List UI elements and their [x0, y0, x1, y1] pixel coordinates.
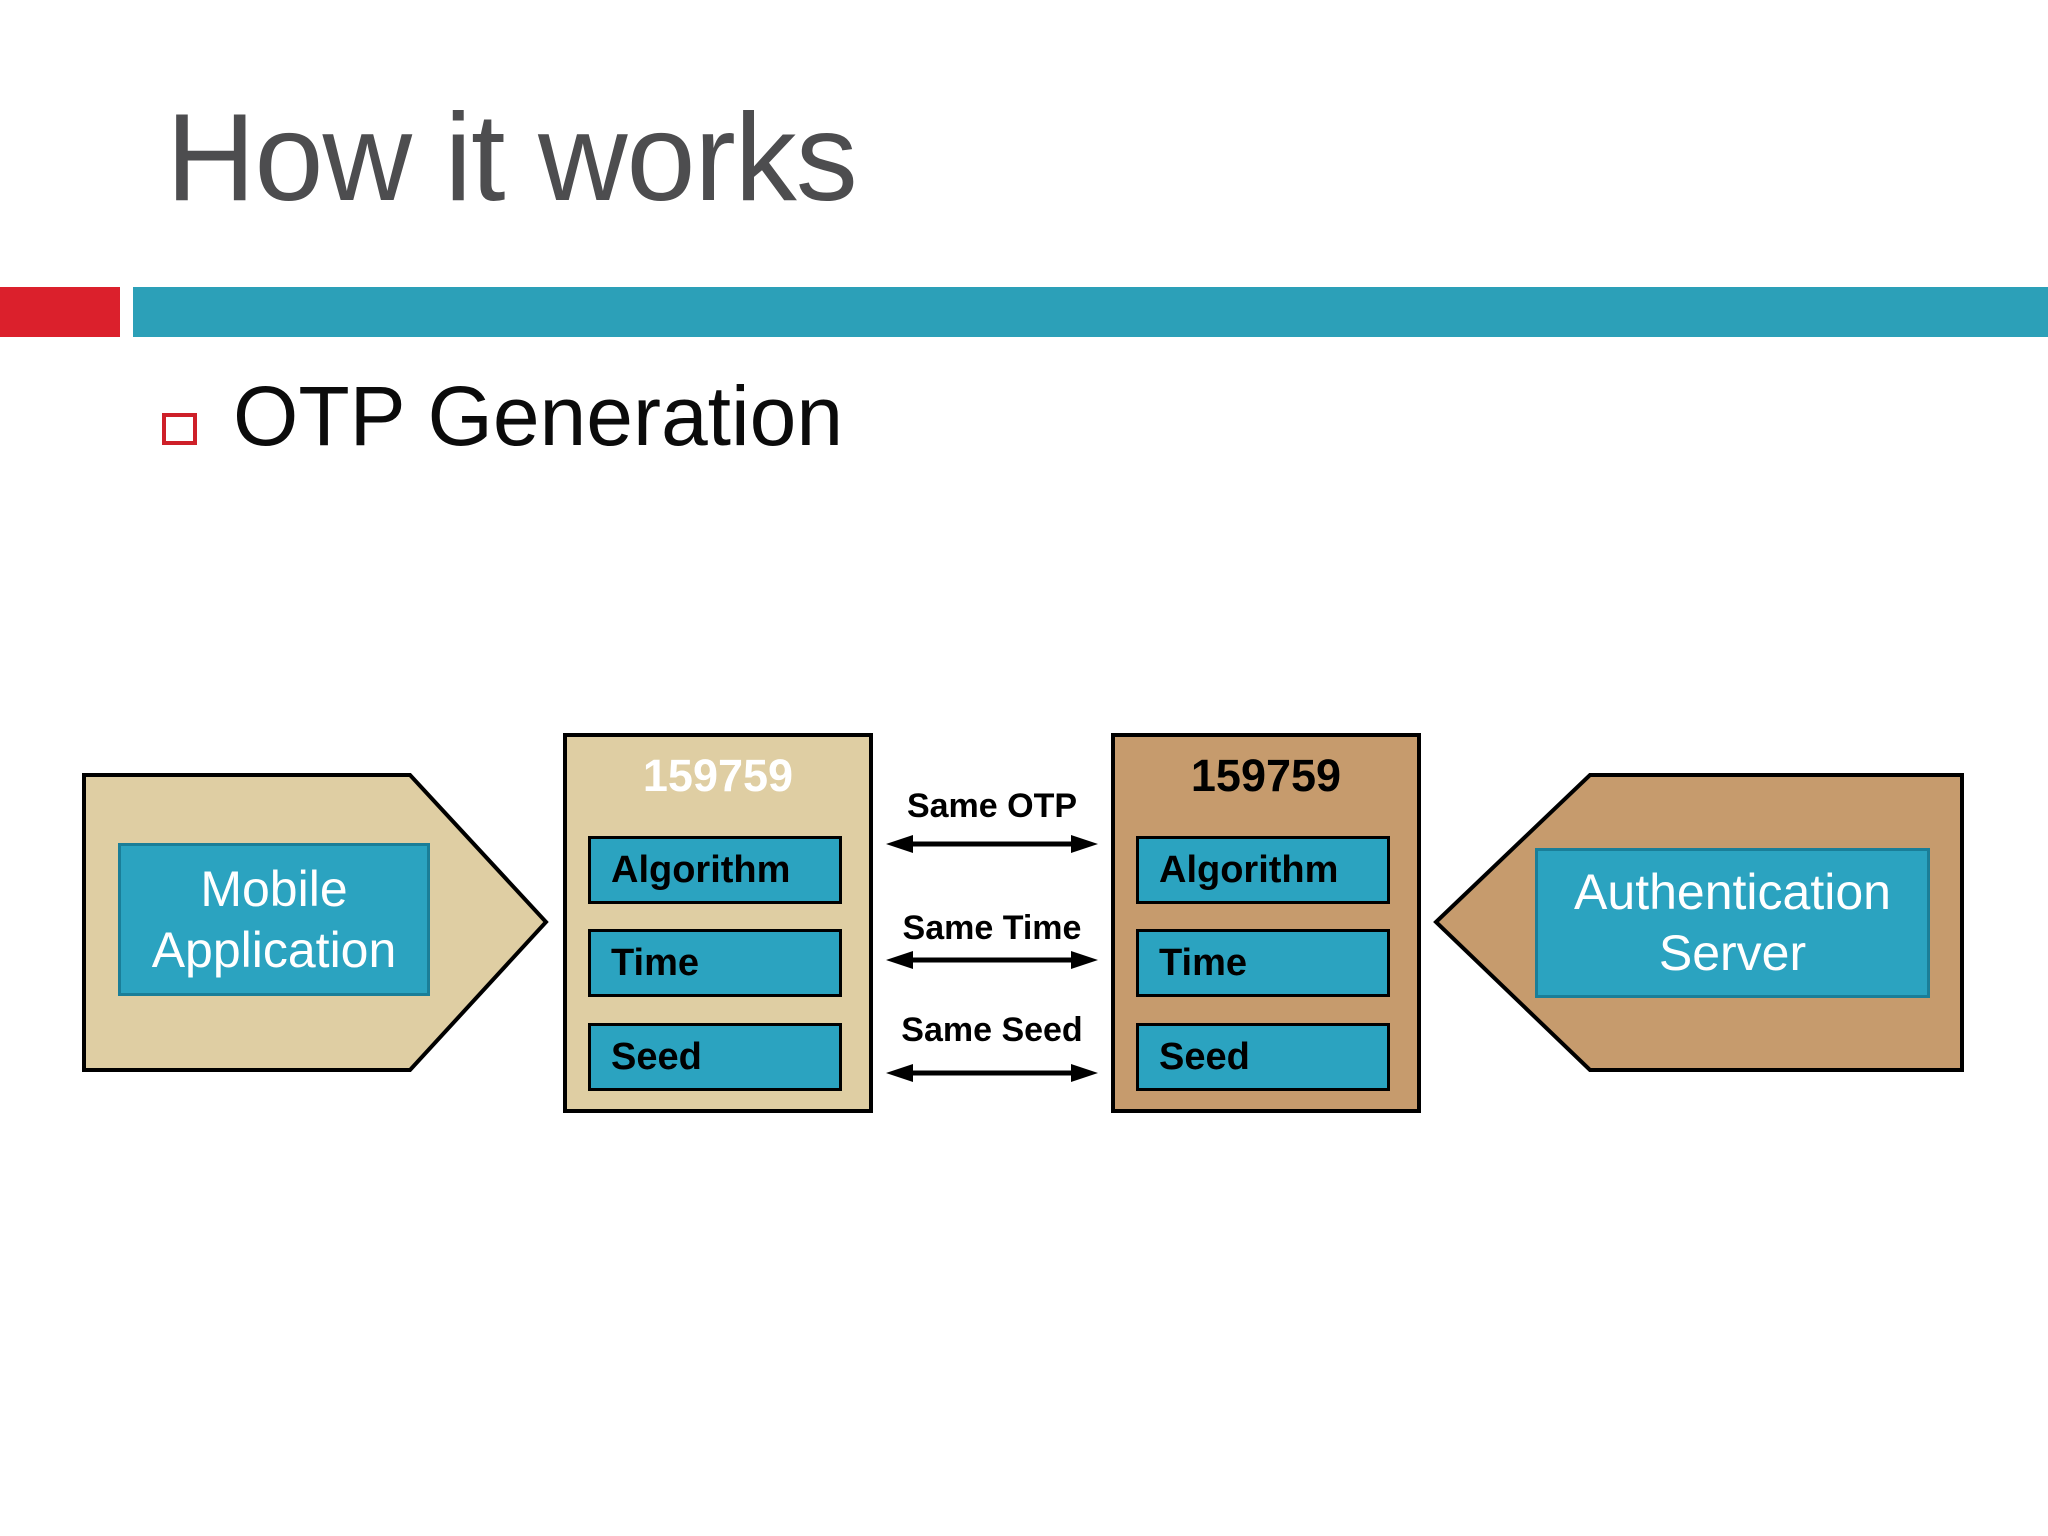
accent-bar-red-segment: [0, 287, 120, 337]
client-time-label: Time: [611, 941, 700, 984]
client-otp-panel: 159759 Algorithm Time Seed: [563, 733, 873, 1113]
same-time-label: Same Time: [902, 909, 1082, 947]
same-seed-double-arrow-icon: [886, 1064, 1098, 1082]
same-otp-label: Same OTP: [906, 787, 1078, 825]
authentication-server-label: Authentication Server: [1535, 848, 1930, 998]
same-time-double-arrow-icon: [886, 951, 1098, 969]
server-algorithm-box: Algorithm: [1136, 836, 1390, 904]
same-otp-double-arrow-icon: [886, 835, 1098, 853]
server-algorithm-label: Algorithm: [1159, 848, 1339, 891]
server-time-box: Time: [1136, 929, 1390, 997]
client-otp-value: 159759: [642, 750, 794, 801]
server-otp-value: 159759: [1190, 750, 1342, 801]
server-otp-panel: 159759 Algorithm Time Seed: [1111, 733, 1421, 1113]
client-time-box: Time: [588, 929, 842, 997]
page-title: How it works: [166, 89, 858, 227]
client-algorithm-box: Algorithm: [588, 836, 842, 904]
server-seed-label: Seed: [1159, 1035, 1250, 1078]
same-seed-label: Same Seed: [901, 1011, 1083, 1049]
client-algorithm-label: Algorithm: [611, 848, 791, 891]
mobile-application-label: Mobile Application: [118, 843, 430, 996]
bullet-text: OTP Generation: [233, 369, 844, 463]
server-time-label: Time: [1159, 941, 1248, 984]
accent-bar-teal-segment: [133, 287, 2048, 337]
client-seed-label: Seed: [611, 1035, 702, 1078]
bullet-square-icon: [162, 413, 197, 445]
client-seed-box: Seed: [588, 1023, 842, 1091]
server-seed-box: Seed: [1136, 1023, 1390, 1091]
